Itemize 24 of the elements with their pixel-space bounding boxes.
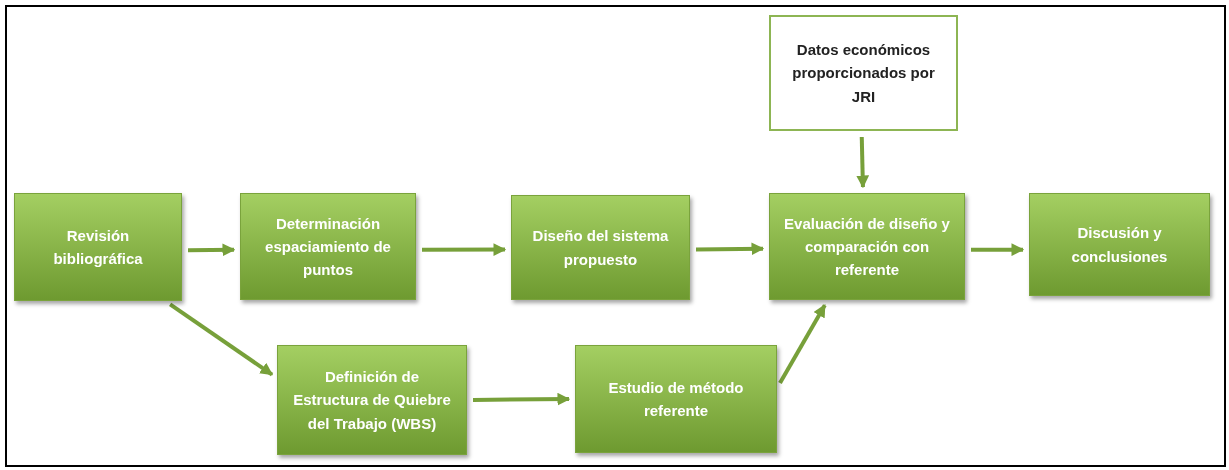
box-label: Diseño del sistema propuesto: [531, 226, 670, 270]
arrow: [473, 392, 571, 406]
arrow: [422, 243, 507, 256]
process-box: [1029, 193, 1210, 296]
process-box: [769, 193, 965, 300]
box-label: Evaluación de diseño y comparación con referente: [783, 213, 951, 281]
arrow: [695, 242, 765, 256]
arrow: [187, 243, 236, 257]
process-box: [575, 345, 777, 453]
arrow: [971, 243, 1025, 257]
box-label: Discusión y conclusiones: [1070, 223, 1169, 267]
arrow: [169, 302, 274, 377]
box-label: Definición de Estructura de Quiebre del Trabajo (WBS): [292, 367, 452, 434]
box-label: Determinación espaciamiento de puntos: [264, 213, 392, 281]
arrow: [778, 304, 827, 384]
process-box: [240, 193, 416, 300]
process-box: [14, 193, 182, 301]
box-label: Estudio de método referente: [607, 377, 745, 421]
box-label: Revisión bibliográfica: [52, 225, 144, 269]
box-label: Datos económicos proporcionados por JRI: [791, 40, 936, 107]
arrow: [856, 136, 870, 189]
note-box: [769, 15, 958, 131]
process-box: [511, 195, 690, 300]
process-box: [277, 345, 467, 455]
